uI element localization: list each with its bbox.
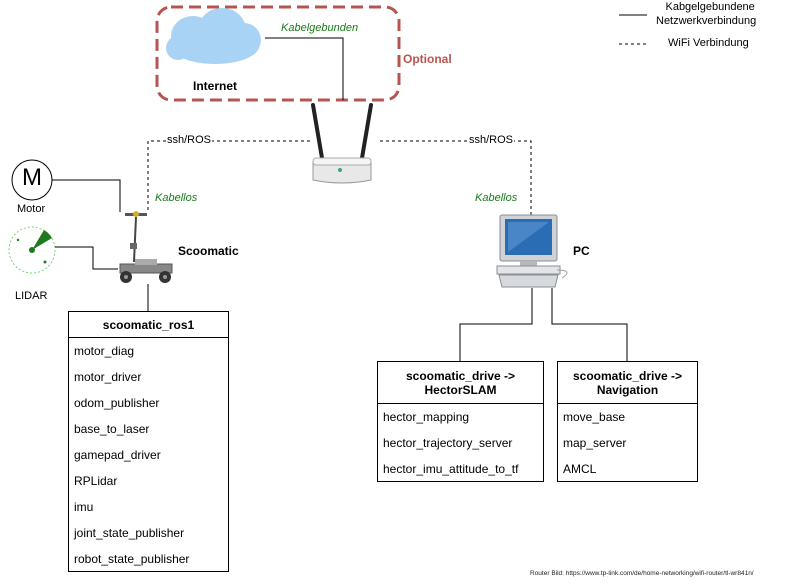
ros1-node-item: RPLidar [74,474,118,488]
hector-package-box: scoomatic_drive -> HectorSLAM hector_map… [377,361,544,482]
legend-wired-line1: Kabgelgebundene [665,1,755,13]
ros1-node-item: odom_publisher [74,396,160,410]
wifi-link-scoomatic [147,140,310,213]
ros1-node-item: base_to_laser [74,422,150,436]
hector-node-list: hector_mapping hector_trajectory_server … [378,404,543,482]
nav-node-item: map_server [563,436,627,450]
pc-label: PC [573,244,590,258]
scoomatic-label: Scoomatic [178,244,239,258]
nav-title-line2: Navigation [596,382,659,397]
cloud-icon [166,8,261,64]
ros1-node-item: robot_state_publisher [74,552,190,566]
ros1-node-item: motor_diag [74,344,135,358]
hector-title-line1: scoomatic_drive -> [405,368,516,383]
pc-icon [496,214,568,288]
motor-link [52,179,121,212]
wifi-link-pc [380,140,532,218]
nav-package-box: scoomatic_drive -> Navigation move_base … [557,361,698,482]
ssh-ros-left-label: ssh/ROS [166,134,213,146]
lidar-label: LIDAR [15,290,48,302]
pc-to-nav-link [551,288,628,361]
legend-wifi-label: WiFi Verbindung [668,37,749,49]
motor-symbol: M [22,164,42,191]
pc-to-hector-link [459,288,533,361]
internet-label: Internet [193,79,238,93]
ros1-package-title: scoomatic_ros1 [69,312,228,338]
lidar-icon [8,226,56,274]
legend-wired-line2: Netzwerkverbindung [656,15,757,27]
motor-label: Motor [17,203,46,215]
ros1-node-item: imu [74,500,94,514]
nav-node-list: move_base map_server AMCL [558,404,697,482]
wireless-left-label: Kabellos [155,192,198,204]
ros1-node-list: motor_diag motor_driver odom_publisher b… [69,338,228,572]
nav-node-item: move_base [563,410,626,424]
wired-link-internet [265,37,344,100]
lidar-link [55,246,118,270]
hector-node-item: hector_trajectory_server [383,436,513,450]
scoomatic-robot-icon [119,211,173,283]
hector-title-line2: HectorSLAM [424,382,497,397]
nav-node-item: AMCL [563,462,597,476]
hector-node-item: hector_mapping [383,410,470,424]
ssh-ros-right-label: ssh/ROS [468,134,515,146]
ros1-node-item: joint_state_publisher [74,526,185,540]
nav-package-title: scoomatic_drive -> Navigation [558,362,697,404]
wired-annotation: Kabelgebunden [281,22,359,34]
hector-package-title: scoomatic_drive -> HectorSLAM [378,362,543,404]
ros1-node-item: gamepad_driver [74,448,161,462]
router-icon [311,103,373,184]
router-image-credit: Router Bild: https://www.tp-link.com/de/… [530,570,754,577]
wireless-right-label: Kabellos [475,192,518,204]
ros1-package-box: scoomatic_ros1 motor_diag motor_driver o… [68,311,229,572]
ros1-node-item: motor_driver [74,370,142,384]
nav-title-line1: scoomatic_drive -> [572,368,683,383]
legend-wired-label: Kabgelgebundene Netzwerkverbindung [656,0,756,28]
optional-label: Optional [403,52,452,66]
hector-node-item: hector_imu_attitude_to_tf [383,462,519,476]
